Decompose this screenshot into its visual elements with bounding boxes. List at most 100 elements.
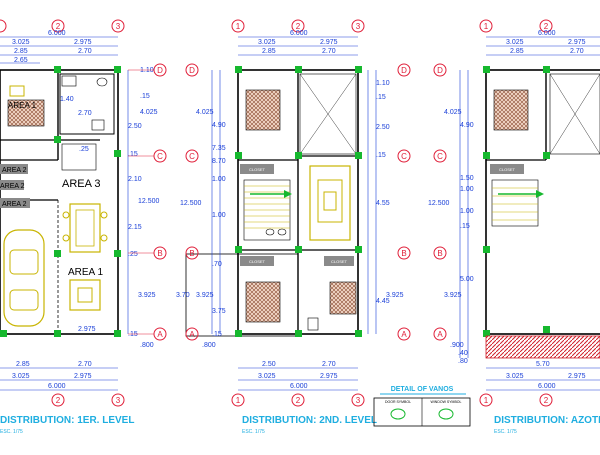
- dim: 3.025: [506, 39, 524, 46]
- grid-label: C: [437, 152, 443, 161]
- window-symbol-label: WINDOW SYMBOL: [431, 400, 462, 404]
- dim: .800: [202, 342, 216, 349]
- dim: .800: [140, 342, 154, 349]
- bedroom-furniture: [493, 89, 529, 131]
- area-label: AREA 2: [0, 183, 25, 190]
- dim: 1.00: [212, 212, 226, 219]
- dim-overall: 6.000: [290, 383, 308, 390]
- stair-box: [61, 143, 97, 171]
- area-label: AREA 2: [2, 167, 27, 174]
- dining-table: [62, 203, 108, 253]
- dim: 5.70: [536, 361, 550, 368]
- sheet-azotea: 1 2 6.000 3.025 2.975 2.85 2.70: [428, 19, 600, 435]
- dim: 2.975: [74, 373, 92, 380]
- dim: 2.10: [128, 176, 142, 183]
- area-label: AREA 1: [8, 101, 37, 110]
- bottom-grid-bubbles: 1 2 3: [231, 393, 365, 407]
- bedroom-furniture: [7, 85, 45, 127]
- dim: .900: [450, 342, 464, 349]
- dim: 3.70: [176, 292, 190, 299]
- grid-label: 1: [236, 22, 241, 31]
- sofa: [69, 279, 101, 311]
- dim: 1.00: [212, 176, 226, 183]
- door-symbol-icon: [390, 408, 406, 420]
- dim: .15: [376, 94, 386, 101]
- right-dimensions: 1.10 .15 4.025 2.50 .15 2.10 2.15 .25 3.…: [127, 67, 160, 349]
- top-dimensions: 6.000 3.025 2.975 2.85 2.70: [486, 30, 600, 56]
- dim: .15: [128, 151, 138, 158]
- right-dimensions: 1.10 .15 2.50 .15 4.55 4.45 3.925: [367, 70, 404, 334]
- dim: 1.00: [460, 186, 474, 193]
- dim: 3.75: [212, 308, 226, 315]
- dim: .15: [376, 152, 386, 159]
- dim: .40: [458, 350, 468, 357]
- inner-dimensions: 2.70 2.975 1.40 .25: [60, 96, 96, 333]
- dim: 4.025: [444, 109, 462, 116]
- dim: 1.40: [60, 96, 74, 103]
- closet-label: CLOSET: [249, 259, 266, 264]
- bottom-grid-bubbles: 1 2: [479, 393, 553, 407]
- closet: [490, 164, 524, 174]
- dim: 2.975: [78, 326, 96, 333]
- dim: 2.70: [322, 361, 336, 368]
- sheet-first-level: 2 3 6.000 3.025 2.975 2.85 2.70 2.65: [0, 19, 167, 435]
- top-grid-bubbles: 1 2 3: [231, 19, 365, 33]
- dim-overall: 6.000: [48, 30, 66, 37]
- grid-label: A: [157, 330, 163, 339]
- grid-label: 2: [544, 396, 549, 405]
- dim: .15: [212, 331, 222, 338]
- dim: 1.00: [460, 208, 474, 215]
- dim: 3.025: [506, 373, 524, 380]
- row-grid-bubbles: D C B A: [128, 63, 167, 341]
- dim: .80: [458, 358, 468, 365]
- grid-label: 2: [544, 22, 549, 31]
- dim: 2.85: [16, 361, 30, 368]
- closet-label: CLOSET: [331, 259, 348, 264]
- bottom-dimensions: 2.85 2.70 3.025 2.975 6.000: [0, 361, 118, 391]
- top-grid-bubbles: 1 2: [479, 19, 553, 33]
- grid-label: B: [437, 249, 442, 258]
- dim: 8.70: [212, 158, 226, 165]
- row-grid-bubbles: D C B A D C B A: [185, 63, 411, 341]
- dim-overall: 12.500: [138, 198, 160, 205]
- dim: 2.975: [568, 373, 586, 380]
- dim: 3.925: [444, 292, 462, 299]
- grid-label: 2: [56, 396, 61, 405]
- dim: 1.10: [140, 67, 154, 74]
- sheet-second-level: 1 2 3 6.000 3.025 2.975 2.85 2.70: [176, 19, 411, 435]
- grid-label: C: [401, 152, 407, 161]
- dim-overall: 6.000: [538, 383, 556, 390]
- dim: .25: [128, 251, 138, 258]
- dim: 2.85: [510, 48, 524, 55]
- grid-label: 3: [356, 22, 361, 31]
- dim: 3.025: [258, 373, 276, 380]
- grid-label: A: [401, 330, 407, 339]
- dim: 3.025: [12, 39, 30, 46]
- stairs: [491, 179, 544, 227]
- dim: 2.70: [78, 110, 92, 117]
- dim: .70: [212, 261, 222, 268]
- sheet-scale: ESC. 1/75: [242, 429, 265, 435]
- top-grid-bubbles: 2 3: [0, 19, 125, 33]
- dim: 2.50: [128, 123, 142, 130]
- dim: 2.70: [78, 361, 92, 368]
- living-furniture: [309, 165, 351, 241]
- dim: .15: [140, 93, 150, 100]
- dim: 7.35: [212, 145, 226, 152]
- dim: 3.025: [12, 373, 30, 380]
- bathroom-fixtures: [265, 228, 319, 331]
- dim: 2.70: [570, 48, 584, 55]
- dim: .25: [79, 146, 89, 153]
- top-dimensions: 6.000 3.025 2.975 2.85 2.70: [238, 30, 358, 56]
- parapet-hatch: [485, 335, 600, 359]
- dim: 4.90: [460, 122, 474, 129]
- dim: 2.85: [14, 48, 28, 55]
- grid-label: 1: [484, 396, 489, 405]
- area-label: AREA 3: [62, 178, 101, 190]
- window-symbol-icon: [438, 408, 454, 420]
- dim-overall: 6.000: [48, 383, 66, 390]
- dim: 4.025: [196, 109, 214, 116]
- bottom-dimensions: 2.50 2.70 3.025 2.975 6.000: [238, 361, 358, 391]
- left-dimensions: 4.025 4.90 7.35 8.70 1.00 1.00 .70 3.925…: [176, 70, 226, 349]
